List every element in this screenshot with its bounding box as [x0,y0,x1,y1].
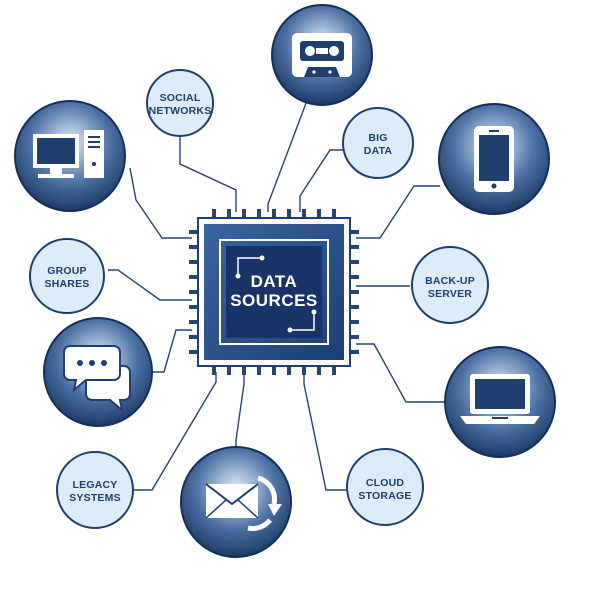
chip-pin-bottom [227,366,231,375]
chip-pin-top [257,209,261,218]
chip-trace-top [237,257,262,276]
connector-laptop [356,343,448,403]
chip-pin-top [242,209,246,218]
node-phone [438,103,550,215]
cassette-icon [292,33,352,77]
node-group-shares: GROUP SHARES [29,238,105,314]
chip-trace-dot-bottom [287,327,293,333]
laptop-icon [460,374,540,424]
chip-core [226,246,322,338]
center-label-line1: DATA [251,272,298,291]
connector-big-data [299,149,350,212]
chip-pin-right [350,335,359,339]
chip-pin-left [189,320,198,324]
email-icon [205,475,282,531]
node-legacy-systems-circle [56,451,134,529]
label-legacy-systems-2: SYSTEMS [69,492,121,504]
connector-cloud-storage [303,372,346,491]
node-laptop [444,346,556,458]
connector-phone [356,185,440,239]
node-desktop [14,100,126,212]
center-label-line2: SOURCES [230,291,318,310]
node-chat [43,317,153,427]
label-big-data-1: BIG [368,132,387,144]
chip-pin-right [350,230,359,234]
node-big-data: BIG DATA [342,107,414,179]
chip-pin-top [302,209,306,218]
chip-pin-right [350,305,359,309]
connector-social-networks [179,135,237,212]
chip-pin-bottom [302,366,306,375]
chip-pin-bottom [317,366,321,375]
chip-pin-bottom [272,366,276,375]
chip-pin-right [350,260,359,264]
node-group-shares-circle [29,238,105,314]
chip-pin-left [189,245,198,249]
node-email [180,446,292,558]
label-big-data-2: DATA [364,145,393,157]
chip-pin-left [189,290,198,294]
chip-pin-top [332,209,336,218]
chip-pin-top [212,209,216,218]
node-social-networks: SOCIAL NETWORKS [146,69,214,137]
chip-trace-bottom [290,312,315,331]
node-cassette [271,4,373,106]
label-backup-server-2: SERVER [428,288,472,300]
chip-pin-bottom [287,366,291,375]
chip-pin-right [350,320,359,324]
label-cloud-storage-2: STORAGE [358,490,411,502]
chip-pin-bottom [212,366,216,375]
connector-lines [108,70,448,491]
chip-pin-left [189,275,198,279]
chat-bubbles-icon [63,345,131,413]
chip-pins [189,209,359,375]
chip-pin-right [350,245,359,249]
node-backup-server: BACK-UP SERVER [411,246,489,324]
connector-chat [150,329,192,373]
chip-pin-left [189,260,198,264]
chip-pin-right [350,350,359,354]
label-legacy-systems-1: LEGACY [73,479,118,491]
chip-pin-left [189,305,198,309]
node-cloud-storage: CLOUD STORAGE [346,448,424,526]
connector-desktop [129,167,192,239]
chip-pin-bottom [257,366,261,375]
label-backup-server-1: BACK-UP [425,275,475,287]
smartphone-icon [474,126,514,192]
desktop-computer-icon [33,130,104,178]
chip-pin-top [272,209,276,218]
chip-pin-right [350,275,359,279]
chip-trace-dot-top [235,273,241,279]
connector-legacy-systems [132,372,217,491]
node-social-networks-circle [146,69,214,137]
connector-email [235,372,245,448]
chip-pin-left [189,350,198,354]
chip-pin-bottom [332,366,336,375]
data-sources-chip: DATA SOURCES [197,217,351,367]
label-social-networks-2: NETWORKS [149,105,212,117]
label-cloud-storage-1: CLOUD [366,477,405,489]
node-legacy-systems: LEGACY SYSTEMS [56,451,134,529]
chip-trace-dot-top-end [259,255,265,261]
chip-pin-right [350,290,359,294]
connector-group-shares [108,269,192,301]
chip-pin-bottom [242,366,246,375]
chip-inner-frame [219,239,329,345]
chip-pin-top [227,209,231,218]
node-big-data-circle [342,107,414,179]
chip-pin-left [189,335,198,339]
label-group-shares-1: GROUP [47,265,87,277]
node-cloud-storage-circle [346,448,424,526]
chip-trace-dot-bottom-end [311,309,317,315]
chip-pin-left [189,230,198,234]
label-social-networks-1: SOCIAL [160,92,201,104]
chip-pin-top [287,209,291,218]
label-group-shares-2: SHARES [45,278,90,290]
chip-pin-top [317,209,321,218]
node-backup-server-circle [411,246,489,324]
